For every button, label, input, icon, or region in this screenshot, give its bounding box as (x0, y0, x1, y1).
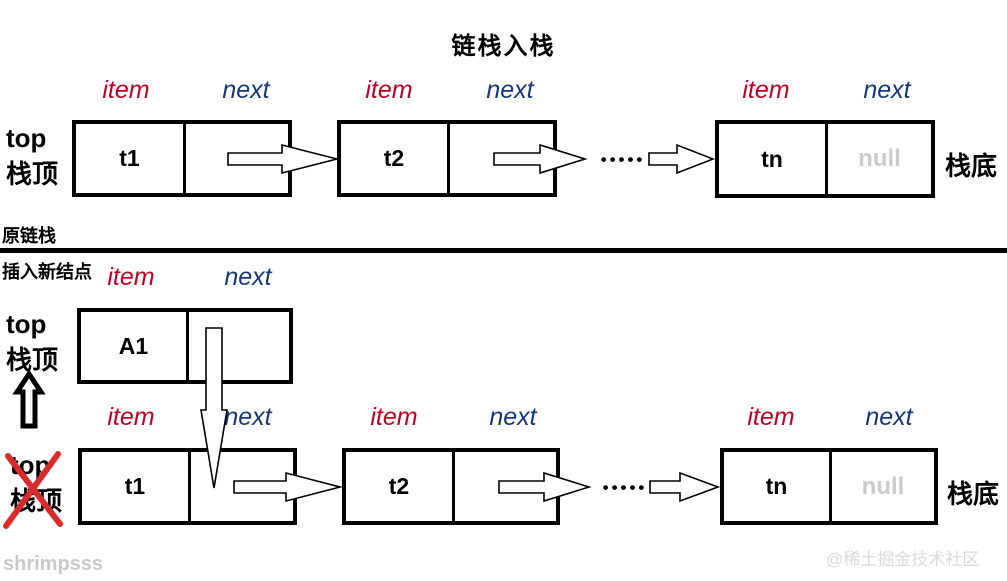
ellipsis-dots: ••••• (602, 478, 648, 497)
node-item-cell: t1 (82, 452, 191, 521)
top-pointer-label: top 栈顶 (6, 120, 58, 192)
red-cross-out-icon (3, 451, 63, 529)
ellipsis-dots: ••••• (600, 150, 646, 169)
top-pointer-label-new: top 栈顶 (6, 306, 58, 378)
item-label: item (102, 76, 150, 104)
node-tn: tn null (715, 120, 935, 198)
top-text: top (6, 309, 47, 339)
node-tn: tn null (720, 448, 938, 525)
item-label: item (365, 76, 413, 104)
up-arrow-icon (12, 369, 46, 429)
node-item-cell: tn (719, 124, 828, 194)
node-next-cell: null (861, 472, 905, 500)
right-arrow-icon (649, 471, 721, 503)
stack-bottom-label: 栈底 (947, 479, 1000, 509)
original-stack-label: 原链栈 (2, 226, 56, 246)
item-label: item (107, 263, 155, 291)
watermark-community: @稀土掘金技术社区 (826, 550, 980, 569)
right-arrow-icon (493, 143, 588, 175)
item-label: item (742, 76, 790, 104)
node-a1: A1 (77, 308, 293, 384)
next-label: next (863, 76, 911, 104)
insert-new-node-label: 插入新结点 (2, 262, 92, 282)
item-label: item (370, 403, 418, 431)
page-title: 链栈入栈 (451, 33, 556, 60)
top-text: top (6, 123, 47, 153)
stack-bottom-label: 栈底 (945, 151, 998, 181)
node-item-cell: t1 (76, 124, 186, 193)
right-arrow-icon (227, 143, 338, 175)
watermark-author: shrimpsss (3, 553, 104, 575)
stack-top-text: 栈顶 (6, 345, 59, 375)
next-label: next (224, 263, 272, 291)
next-label: next (489, 403, 537, 431)
node-item-cell: tn (724, 452, 832, 521)
node-item-cell: t2 (346, 452, 455, 521)
stack-top-text: 栈顶 (6, 159, 59, 189)
next-label: next (224, 403, 272, 431)
item-label: item (747, 403, 795, 431)
right-arrow-icon (498, 471, 592, 503)
node-item-cell: t2 (341, 124, 450, 193)
next-label: next (486, 76, 534, 104)
node-next-cell: null (858, 145, 901, 172)
down-arrow-icon (200, 327, 228, 489)
right-arrow-icon (648, 143, 716, 175)
section-divider-line (0, 248, 1007, 253)
item-label: item (107, 403, 155, 431)
next-label: next (222, 76, 270, 104)
right-arrow-icon (233, 471, 344, 503)
node-item-cell: A1 (81, 312, 189, 380)
next-label: next (865, 403, 913, 431)
